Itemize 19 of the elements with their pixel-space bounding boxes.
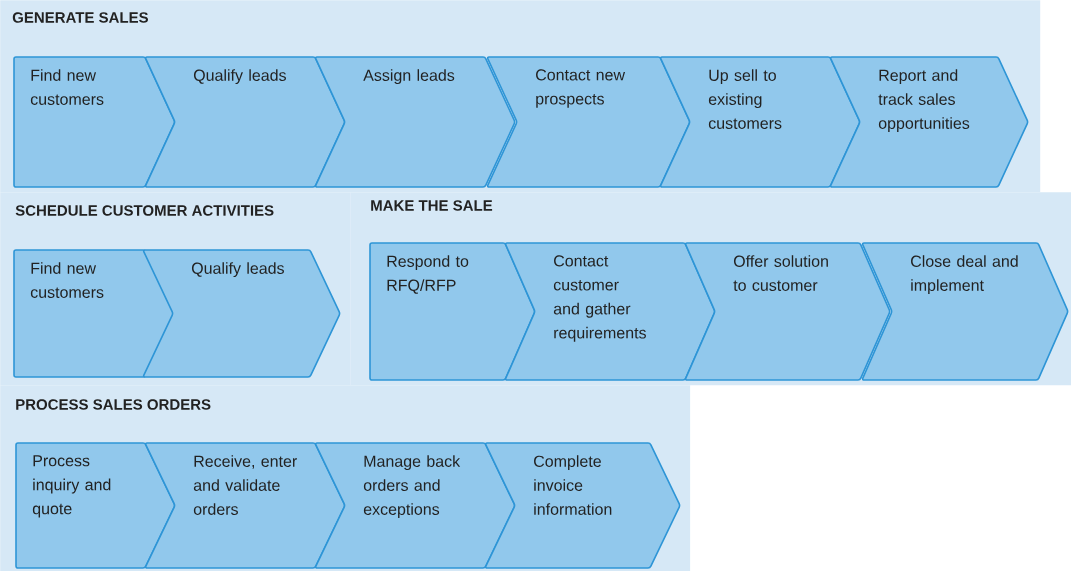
- process-step: Report and track sales opportunities: [829, 56, 1029, 188]
- process-step: Complete invoice information: [484, 442, 681, 569]
- process-step: Receive, enter and validate orders: [144, 442, 346, 569]
- process-step: Close deal and implement: [861, 242, 1069, 381]
- process-step: Find new customers: [13, 56, 176, 188]
- process-step: Qualify leads: [144, 56, 346, 188]
- panel-heading: SCHEDULE CUSTOMER ACTIVITIES: [15, 205, 274, 216]
- process-step: Respond to RFQ/RFP: [369, 242, 536, 381]
- process-step: Assign leads: [314, 56, 516, 188]
- process-step: Up sell to existing customers: [659, 56, 861, 188]
- process-step: Offer solution to customer: [684, 242, 891, 381]
- process-step: Contact new prospects: [486, 56, 691, 188]
- panel-heading: MAKE THE SALE: [371, 200, 493, 211]
- process-step: Contact customer and gather requirements: [504, 242, 716, 381]
- panel-heading: GENERATE SALES: [12, 12, 148, 23]
- process-step: Qualify leads: [142, 249, 341, 378]
- process-step: Process inquiry and quote: [15, 442, 176, 569]
- panel-heading: PROCESS SALES ORDERS: [16, 399, 211, 410]
- process-step: Manage back orders and exceptions: [314, 442, 516, 569]
